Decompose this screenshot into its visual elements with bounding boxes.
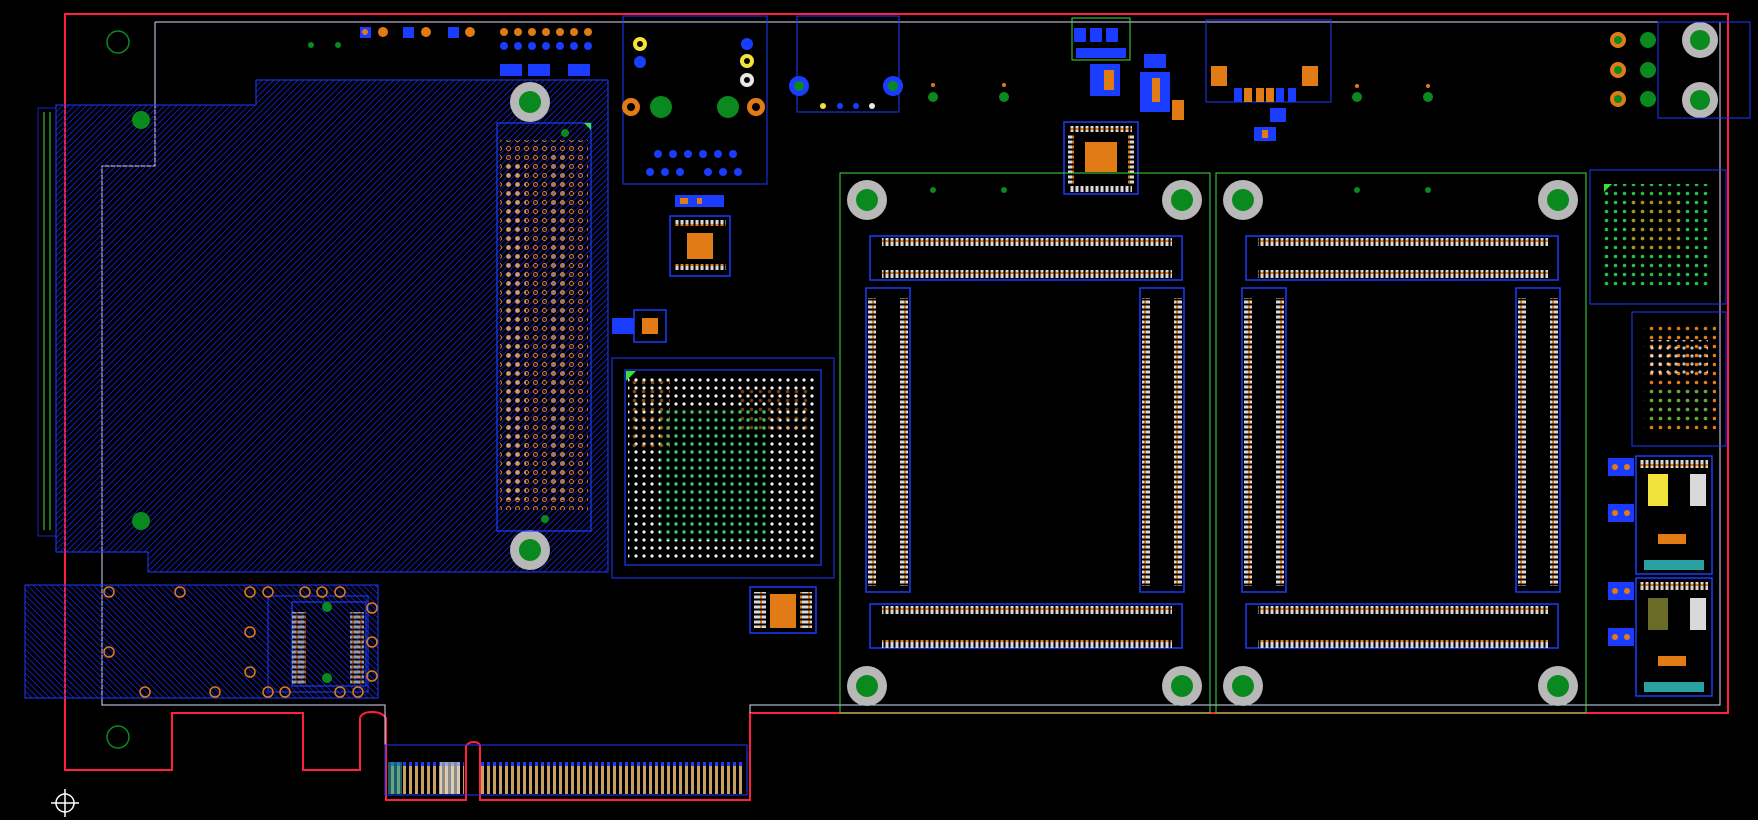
qfn-u3[interactable]	[669, 195, 731, 277]
bga-u1[interactable]	[496, 122, 592, 532]
top-right-caps	[1610, 21, 1751, 119]
copper-pour-main	[24, 79, 609, 699]
top-components-left	[308, 27, 592, 76]
connector-block-top2[interactable]	[789, 15, 1009, 113]
ic-small-bottom[interactable]	[749, 586, 817, 634]
left-edge-strip	[37, 107, 57, 537]
edge-connector-j4[interactable]	[384, 744, 748, 796]
smd-cluster-top[interactable]	[1071, 17, 1184, 120]
dimm-connector-j2[interactable]	[930, 172, 1587, 714]
m2-slot-j3[interactable]	[103, 586, 378, 698]
mount-holes	[106, 22, 1718, 749]
crosshair-icon	[51, 789, 79, 817]
fpga-bga-u2[interactable]	[611, 357, 835, 579]
bga-right-mid[interactable]	[1631, 311, 1727, 447]
bga-right-top[interactable]	[1589, 169, 1727, 305]
qfn-u5[interactable]	[1063, 121, 1139, 195]
power-module-ps1[interactable]	[1608, 455, 1713, 575]
power-module-ps2[interactable]	[1608, 577, 1713, 697]
qfn-u4[interactable]	[612, 309, 667, 343]
board-outline	[64, 13, 1729, 801]
connector-block-top[interactable]	[622, 15, 768, 185]
dimm-connector-j1[interactable]	[839, 172, 1211, 714]
connector-top-right[interactable]	[1205, 19, 1433, 141]
